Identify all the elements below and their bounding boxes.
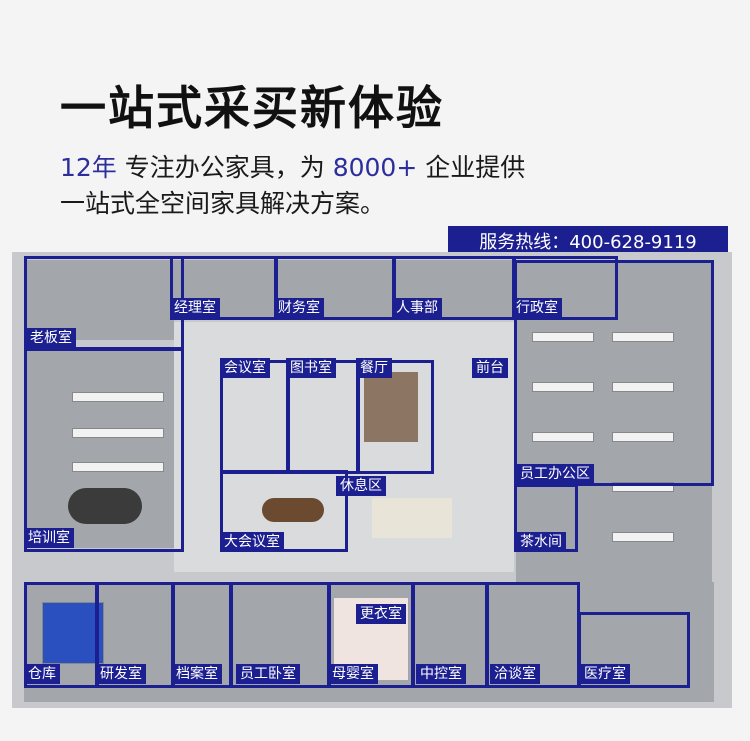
label-archive: 档案室 (172, 664, 222, 684)
label-negotiation: 洽谈室 (490, 664, 540, 684)
room-big-meeting (220, 470, 348, 552)
years-highlight: 12年 (60, 153, 117, 182)
room-admin (512, 256, 618, 320)
training-desks-row-1 (72, 392, 164, 402)
training-oval-table (68, 488, 142, 524)
label-hr: 人事部 (392, 298, 442, 318)
label-boss: 老板室 (26, 328, 76, 348)
label-rest: 休息区 (336, 476, 386, 496)
room-staff (514, 260, 714, 486)
label-changing: 更衣室 (356, 604, 406, 624)
room-dining (356, 360, 434, 474)
label-warehouse: 仓库 (24, 664, 60, 684)
room-training (24, 348, 184, 552)
staff-desks-row-5 (532, 432, 594, 442)
label-meeting: 会议室 (220, 358, 270, 378)
big-meeting-table (262, 498, 324, 522)
label-admin: 行政室 (512, 298, 562, 318)
staff-desks-row-6 (612, 432, 674, 442)
subtitle-line-2: 一站式全空间家具解决方案。 (60, 189, 386, 218)
label-tea: 茶水间 (516, 532, 566, 552)
staff-desks-row-2 (612, 332, 674, 342)
clients-highlight: 8000+ (332, 153, 418, 182)
label-reception: 前台 (472, 358, 508, 378)
label-big-meeting: 大会议室 (220, 532, 284, 552)
label-rnd: 研发室 (96, 664, 146, 684)
label-manager: 经理室 (170, 298, 220, 318)
dining-tables (364, 372, 418, 442)
subtitle-line-1: 12年 专注办公家具，为 8000+ 企业提供 (60, 148, 525, 184)
headline: 一站式采买新体验 (60, 81, 444, 135)
room-medical (578, 612, 690, 688)
staff-desks-row-7 (612, 482, 674, 492)
label-dining: 餐厅 (356, 358, 392, 378)
training-desks-row-2 (72, 428, 164, 438)
label-staff: 员工办公区 (516, 464, 594, 484)
label-finance: 财务室 (274, 298, 324, 318)
lounge-area (372, 498, 452, 538)
floor-plan: 老板室 经理室 财务室 人事部 行政室 会议室 图书室 餐厅 前台 员工办公区 … (12, 252, 732, 708)
label-library: 图书室 (286, 358, 336, 378)
label-dorm: 员工卧室 (236, 664, 300, 684)
staff-desks-row-4 (612, 382, 674, 392)
floor-boss (24, 260, 174, 340)
label-training: 培训室 (24, 528, 74, 548)
staff-desks-row-3 (532, 382, 594, 392)
subtitle-text-1: 专注办公家具，为 (116, 153, 333, 182)
staff-desks-row-1 (532, 332, 594, 342)
warehouse-racks (42, 602, 104, 664)
label-medical: 医疗室 (580, 664, 630, 684)
label-control: 中控室 (416, 664, 466, 684)
staff-desks-row-8 (612, 532, 674, 542)
subtitle-text-2: 企业提供 (417, 153, 526, 182)
training-desks-row-3 (72, 462, 164, 472)
label-nursing: 母婴室 (328, 664, 378, 684)
